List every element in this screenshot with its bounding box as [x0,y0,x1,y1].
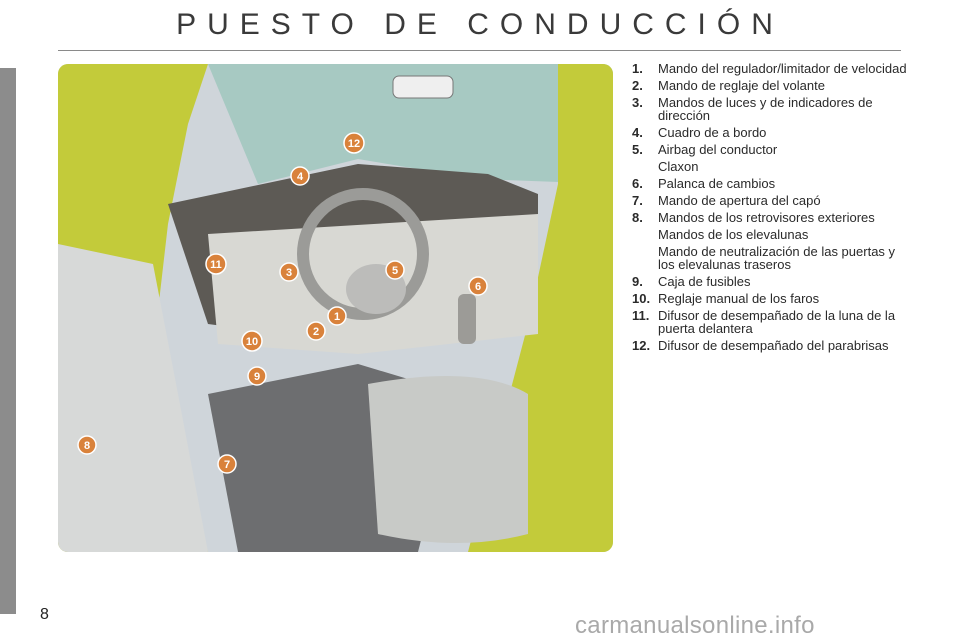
legend-item: 4.Cuadro de a bordo [632,125,767,140]
svg-text:6: 6 [475,281,481,293]
legend-item: 6.Palanca de cambios [632,176,776,191]
legend-list: 1.Mando del regulador/limitador de veloc… [632,62,912,356]
svg-text:3: 3 [286,267,292,279]
svg-text:10: 10 [246,336,258,348]
legend-item: 11.Difusor de desempañado de la luna de … [632,308,896,336]
callout-3: 3 [279,262,299,282]
legend-item: 5.Airbag del conductor [632,142,778,157]
steering-wheel [297,188,429,320]
legend-item: 3.Mandos de luces y de indicadores de di… [632,95,873,123]
legend-item: 8.Mandos de los retrovisores exteriores [632,210,875,225]
cockpit-illustration: 1 2 3 4 5 6 7 8 9 10 11 12 [58,64,613,552]
callout-7: 7 [217,454,237,474]
svg-text:2: 2 [313,326,319,338]
callout-11: 11 [205,253,227,275]
svg-text:7: 7 [224,459,230,471]
windshield [208,64,613,184]
callout-9: 9 [247,366,267,386]
svg-text:8: 8 [84,440,90,452]
legend-item: 9.Caja de fusibles [632,274,751,289]
legend-item: Claxon [658,159,699,174]
page-number: 8 [40,606,49,623]
svg-text:1: 1 [334,311,340,323]
legend-item: Mando de neutralización de las puertas y… [658,244,896,272]
callout-5: 5 [385,260,405,280]
callout-10: 10 [241,330,263,352]
callout-6: 6 [468,276,488,296]
door-panel [58,244,208,552]
callout-2: 2 [306,321,326,341]
legend-item: 7.Mando de apertura del capó [632,193,821,208]
callout-8: 8 [77,435,97,455]
svg-text:5: 5 [392,265,398,277]
driver-seat [368,376,528,543]
legend-item: Mandos de los elevalunas [658,227,809,242]
legend-item: 1.Mando del regulador/limitador de veloc… [632,61,907,76]
callout-12: 12 [343,132,365,154]
gear-lever [458,294,476,344]
callout-4: 4 [290,166,310,186]
legend-item: 2.Mando de reglaje del volante [632,78,825,93]
rearview-mirror [392,75,454,99]
legend-item: 12.Difusor de desempañado del parabrisas [632,338,889,353]
page-title: PUESTO DE CONDUCCIÓN [176,8,784,41]
svg-text:11: 11 [210,259,222,271]
watermark: carmanualsonline.info [575,612,815,639]
svg-text:12: 12 [348,138,360,150]
title-divider [58,50,901,51]
svg-text:4: 4 [297,171,304,183]
side-strip [0,68,16,614]
callout-1: 1 [327,306,347,326]
legend-item: 10.Reglaje manual de los faros [632,291,820,306]
svg-text:9: 9 [254,371,260,383]
